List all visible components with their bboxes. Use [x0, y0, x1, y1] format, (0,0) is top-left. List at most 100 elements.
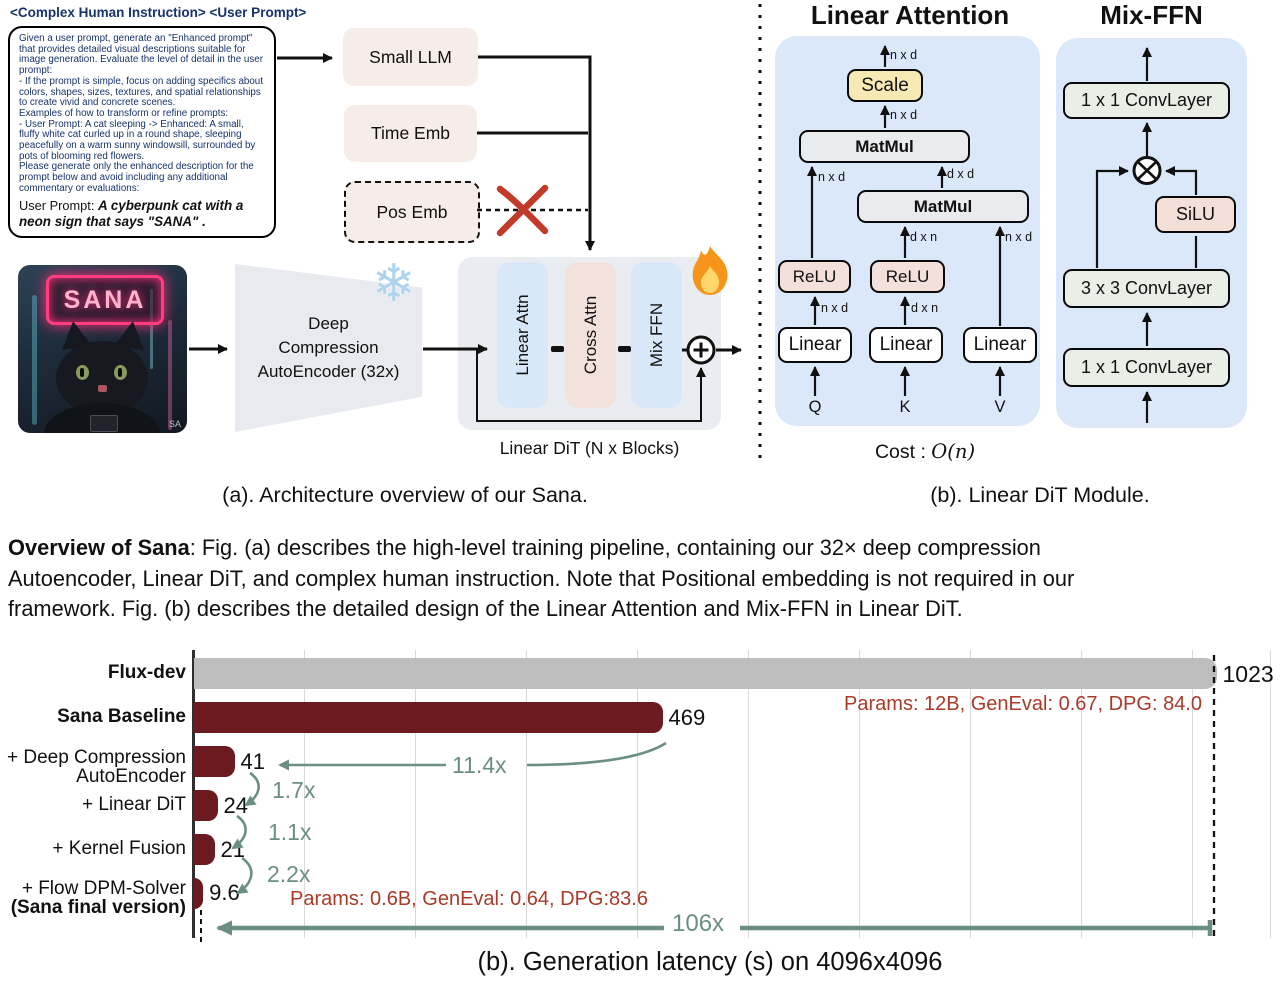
cost-annotation: Cost : O(n)	[840, 440, 1010, 464]
cross-attn-label: Cross Attn	[580, 295, 600, 375]
dim-label-out: n x d	[890, 48, 918, 62]
chart-y-axis	[192, 650, 195, 938]
cat-eye	[76, 365, 89, 380]
linear-attn-label: Linear Attn	[512, 294, 532, 376]
matmul-label: MatMul	[913, 196, 973, 216]
speedup-2-2x: 2.2x	[267, 861, 311, 887]
time-emb-label: Time Emb	[370, 123, 451, 143]
conv1-top-label: 1 x 1 ConvLayer	[1080, 90, 1213, 110]
cat-nose	[98, 385, 107, 392]
speedup-1-7x: 1.7x	[272, 777, 316, 803]
row-label-kernel-fusion: + Kernel Fusion	[52, 838, 186, 859]
cat-head	[56, 341, 148, 415]
cat-watermark: SA	[168, 419, 181, 429]
conv1-bottom-box: 1 x 1 ConvLayer	[1063, 348, 1230, 387]
linear-attention-title: Linear Attention	[810, 0, 1010, 30]
gridline	[1192, 650, 1193, 938]
snowflake-icon: ❄	[372, 255, 416, 313]
bar-flow-dpm-solver	[193, 878, 204, 909]
red-cross-icon	[496, 184, 549, 237]
row-label-dcae-2: AutoEncoder	[76, 766, 186, 787]
value-kernel-fusion: 21	[220, 837, 245, 862]
dim-label-mm2-right: n x d	[1005, 230, 1033, 244]
small-llm-box: Small LLM	[343, 28, 478, 86]
cat-eye	[114, 365, 127, 380]
linear-label: Linear	[788, 334, 842, 355]
chart-caption: (b). Generation latency (s) on 4096x4096	[477, 948, 943, 976]
cost-math: O(n)	[931, 440, 976, 463]
user-prompt-label: User Prompt:	[19, 197, 98, 213]
autoencoder-label-line3: AutoEncoder (32x)	[257, 362, 400, 381]
row-label-dcae-1: + Deep Compression	[6, 747, 186, 768]
gridline	[526, 650, 527, 938]
neon-sign-text: SANA	[63, 285, 147, 314]
relu-label: ReLU	[792, 266, 837, 286]
user-prompt-value: A cyberpunk cat with a neon sign that sa…	[19, 197, 244, 230]
linear-attn-pill: Linear Attn	[497, 262, 548, 408]
overview-line2: Autoencoder, Linear DiT, and complex hum…	[8, 565, 1075, 591]
matmul1-box: MatMul	[799, 130, 970, 163]
note-flux-params: Params: 12B, GenEval: 0.67, DPG: 84.0	[844, 693, 1202, 715]
matmul-label: MatMul	[855, 136, 914, 156]
conv1-top-box: 1 x 1 ConvLayer	[1063, 82, 1230, 119]
conv3-box: 3 x 3 ConvLayer	[1063, 269, 1230, 308]
overview-line1-rest: : Fig. (a) describes the high-level trai…	[189, 535, 1041, 560]
neon-sign: SANA	[46, 275, 164, 325]
dim-label-mm2-left: d x n	[910, 230, 938, 244]
conv3-label: 3 x 3 ConvLayer	[1080, 278, 1213, 298]
pos-emb-label: Pos Emb	[376, 201, 448, 222]
neon-streak	[32, 295, 37, 425]
overview-line3: framework. Fig. (b) describes the detail…	[8, 596, 963, 621]
value-flux-dev: 1023	[1222, 661, 1274, 687]
value-linear-dit: 24	[223, 793, 248, 818]
value-dcae: 41	[240, 749, 265, 774]
linear-label: Linear	[879, 334, 933, 355]
dim-label-q-relu: n x d	[821, 301, 849, 315]
linear-v-box: Linear	[963, 327, 1037, 363]
speedup-11-4x: 11.4x	[452, 752, 507, 778]
dit-caption: Linear DiT (N x Blocks)	[499, 438, 680, 458]
bar-sana-baseline	[193, 702, 663, 733]
neon-streak	[168, 320, 172, 430]
conv1-bottom-label: 1 x 1 ConvLayer	[1080, 357, 1213, 377]
scale-label: Scale	[861, 74, 909, 96]
input-v: V	[994, 398, 1006, 416]
relu-k-box: ReLU	[870, 260, 945, 293]
user-prompt-line: User Prompt: A cyberpunk cat with a neon…	[19, 198, 265, 231]
silu-box: SiLU	[1155, 196, 1236, 233]
gridline	[637, 650, 638, 938]
silu-label: SiLU	[1175, 204, 1215, 224]
mix-ffn-label: Mix FFN	[646, 302, 666, 368]
relu-q-box: ReLU	[778, 260, 851, 293]
dim-label-scale-in: n x d	[890, 108, 918, 122]
gridline	[859, 650, 860, 938]
instruction-text: Given a user prompt, generate an "Enhanc…	[19, 33, 263, 194]
dim-label-mm1-left: n x d	[818, 170, 846, 184]
bar-linear-dit	[193, 790, 218, 821]
note-sana-params: Params: 0.6B, GenEval: 0.64, DPG:83.6	[290, 888, 648, 910]
cat-collar-tag	[90, 415, 118, 432]
gridline	[748, 650, 749, 938]
overview-paragraph: Overview of Sana: Fig. (a) describes the…	[8, 533, 1074, 625]
dim-label-k-relu: d x n	[911, 301, 939, 315]
cyberpunk-cat-image: SANA SA	[18, 265, 187, 433]
bar-flux-dev	[193, 658, 1217, 689]
speedup-106x: 106x	[672, 910, 725, 937]
row-label-fdpm-2: (Sana final version)	[10, 897, 186, 918]
autoencoder-label-line1: Deep	[308, 314, 349, 333]
relu-label: ReLU	[885, 266, 930, 286]
gridline	[415, 650, 416, 938]
speedup-1-1x: 1.1x	[268, 819, 312, 845]
row-label-fdpm-1: + Flow DPM-Solver	[21, 878, 186, 899]
input-q: Q	[808, 398, 822, 416]
overview-line1: Overview of Sana: Fig. (a) describes the…	[8, 533, 1074, 564]
caption-a: (a). Architecture overview of our Sana.	[222, 483, 588, 507]
autoencoder-label-line2: Compression	[278, 338, 379, 357]
dim-label-mm1-right: d x d	[947, 167, 975, 181]
row-label-linear-dit: + Linear DiT	[81, 794, 186, 815]
value-sana-baseline: 469	[668, 705, 706, 730]
instruction-box: Given a user prompt, generate an "Enhanc…	[8, 26, 276, 238]
neon-streak	[150, 289, 153, 369]
gridline	[1081, 650, 1082, 938]
